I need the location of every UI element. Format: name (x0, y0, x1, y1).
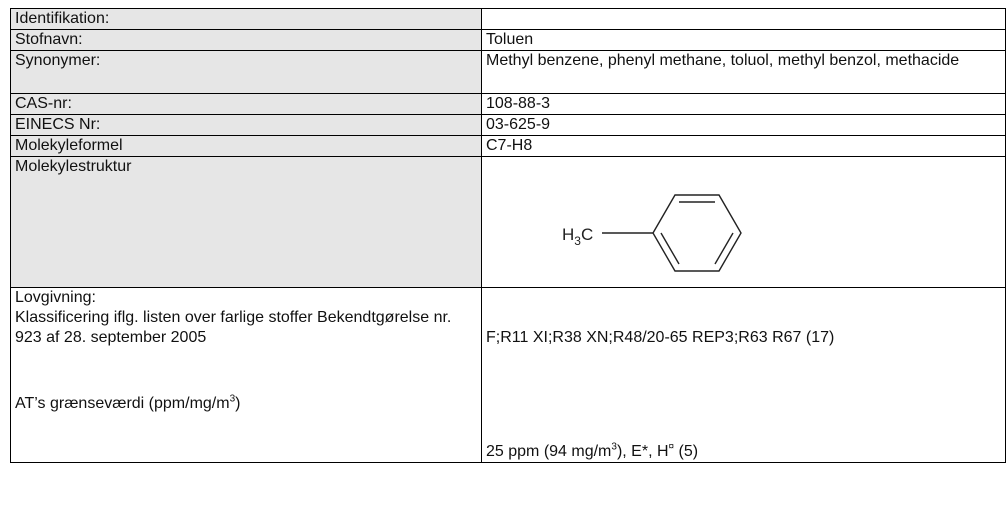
table-row: Molekylestruktur H3C (10, 156, 1006, 288)
substance-name-value: Toluen (481, 29, 1006, 51)
synonyms-label: Synonymer: (10, 50, 482, 94)
formula-value: C7-H8 (481, 135, 1006, 157)
table-row: EINECS Nr: 03-625-9 (10, 114, 1006, 136)
double-bond-lower-right (714, 232, 734, 265)
classification-value: F;R11 XI;R38 XN;R48/20-65 REP3;R63 R67 (… (486, 329, 835, 346)
table-row: Molekyleformel C7-H8 (10, 135, 1006, 157)
methyl-group-label: H3C (562, 225, 593, 248)
formula-label: Molekyleformel (10, 135, 482, 157)
identification-label: Identifikation: (10, 8, 482, 30)
benzene-ring (652, 194, 742, 272)
legislation-cell: Lovgivning: Klassificering iflg. listen … (10, 287, 482, 463)
exposure-limit-value: 25 ppm (94 mg/m3), E*, H¤ (5) (486, 441, 699, 460)
table-row: CAS-nr: 108-88-3 (10, 93, 1006, 115)
structure-label: Molekylestruktur (10, 156, 482, 288)
carbon-symbol: C (581, 225, 593, 244)
exposure-limit-label: AT’s grænseværdi (ppm/mg/m3) (15, 393, 241, 412)
substance-data-table: Identifikation: Stofnavn: Toluen Synonym… (10, 8, 1006, 463)
substance-name-label: Stofnavn: (10, 29, 482, 51)
hydrogen-symbol: H (562, 225, 574, 244)
cas-value: 108-88-3 (481, 93, 1006, 115)
table-row: Stofnavn: Toluen (10, 29, 1006, 51)
identification-value (481, 8, 1006, 30)
toluene-structure-diagram: H3C (562, 194, 742, 272)
cas-label: CAS-nr: (10, 93, 482, 115)
classification-label: Klassificering iflg. listen over farlige… (15, 309, 452, 346)
hydrogen-subscript: 3 (574, 234, 581, 248)
einecs-label: EINECS Nr: (10, 114, 482, 136)
legislation-values-cell: F;R11 XI;R38 XN;R48/20-65 REP3;R63 R67 (… (481, 287, 1006, 463)
table-row: Identifikation: (10, 8, 1006, 30)
structure-cell: H3C (481, 156, 1006, 288)
synonyms-value: Methyl benzene, phenyl methane, toluol, … (481, 50, 1006, 94)
table-row: Lovgivning: Klassificering iflg. listen … (10, 287, 1006, 463)
einecs-value: 03-625-9 (481, 114, 1006, 136)
table-row: Synonymer: Methyl benzene, phenyl methan… (10, 50, 1006, 94)
legislation-title: Lovgivning: (15, 289, 96, 306)
double-bond-lower-left (660, 232, 680, 265)
